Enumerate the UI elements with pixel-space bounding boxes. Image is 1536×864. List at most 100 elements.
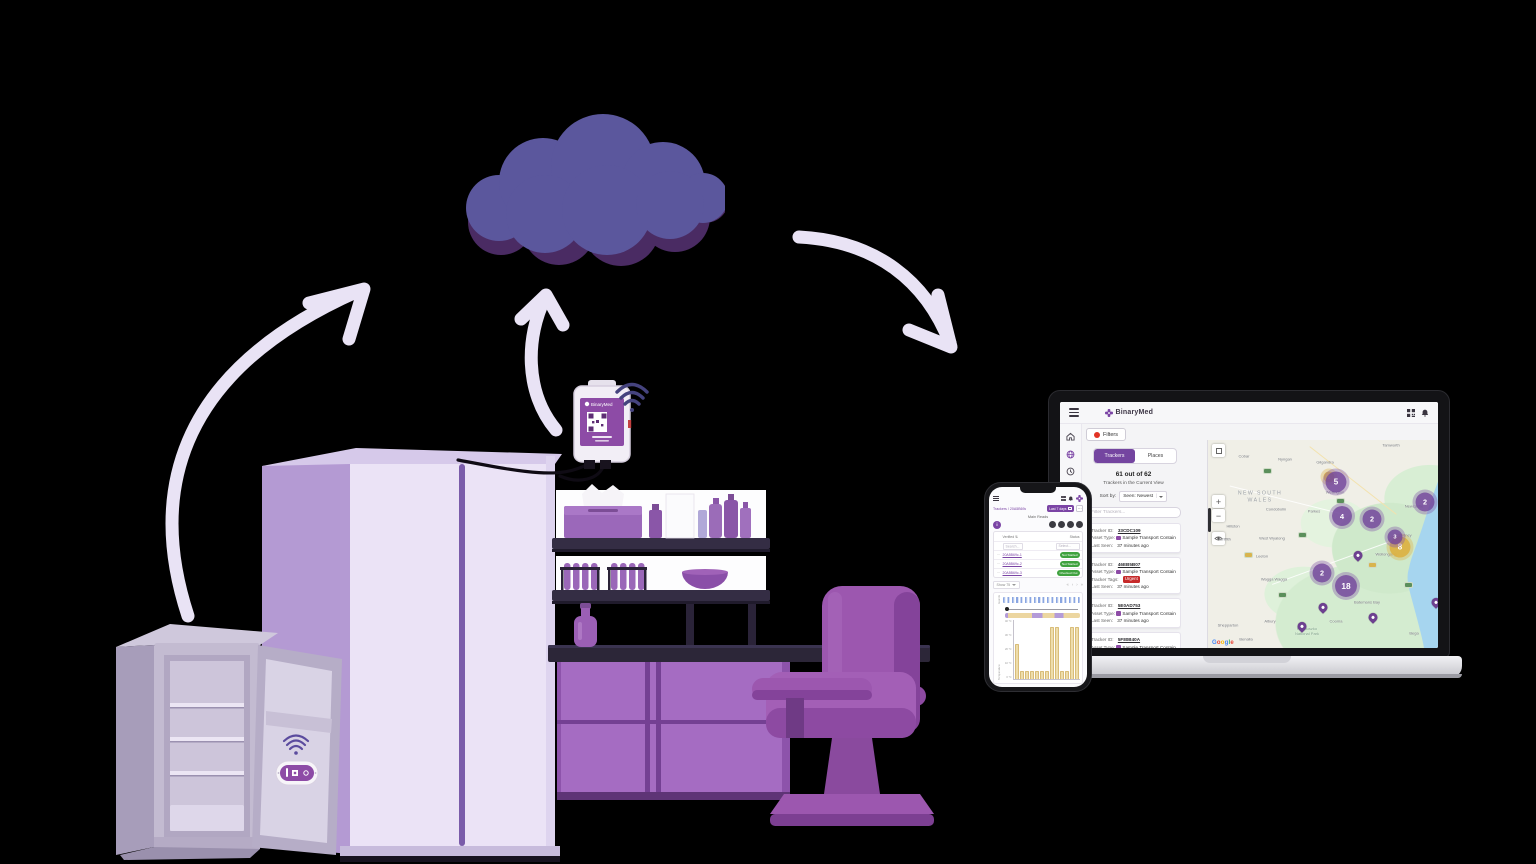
wall-shelves bbox=[552, 490, 770, 648]
map-cluster[interactable]: 18 bbox=[1335, 575, 1357, 597]
temperature-bar bbox=[1069, 627, 1074, 679]
column-verified[interactable]: Verified bbox=[1002, 534, 1015, 539]
tab-places[interactable]: Places bbox=[1147, 453, 1164, 459]
row-link[interactable]: 20A5B69c-1 bbox=[1002, 553, 1022, 557]
trackers-panel: Filters Trackers Places 61 out of 62 Tra… bbox=[1082, 424, 1185, 648]
tracker-id-label: Tracker ID: bbox=[1091, 562, 1114, 568]
action-circle-button[interactable] bbox=[1058, 521, 1065, 528]
cloud-shadow bbox=[468, 175, 725, 266]
last-page-icon[interactable]: » bbox=[1080, 582, 1083, 587]
map-town-label: Leeton bbox=[1255, 553, 1269, 559]
row-menu-icon[interactable]: ⋯ bbox=[996, 562, 1001, 566]
date-range-button[interactable]: Last 7 days bbox=[1046, 505, 1074, 512]
container-icon bbox=[1116, 645, 1121, 648]
sort-icon[interactable]: ⇅ bbox=[1015, 534, 1019, 539]
map-cluster[interactable]: 2 bbox=[1415, 492, 1435, 512]
tracker-id-link[interactable]: 5E0AD753 bbox=[1117, 603, 1141, 609]
info-card bbox=[665, 493, 695, 539]
pagination-controls: « ‹ › » bbox=[1067, 582, 1084, 587]
map-town-label: Wollongong bbox=[1375, 551, 1397, 557]
sort-select[interactable]: Seen: Newest | bbox=[1119, 491, 1168, 502]
road-shield bbox=[1263, 468, 1272, 474]
temperature-bar bbox=[1064, 670, 1069, 679]
row-link[interactable]: 20A5B69c-2 bbox=[1002, 562, 1022, 566]
temperature-bar bbox=[1019, 670, 1024, 679]
phone-data-table: Verified ⇅ Status Search... Select... ⋯ … bbox=[993, 531, 1083, 578]
road-shield bbox=[1244, 552, 1253, 558]
tracker-id-link[interactable]: 46EB5B07 bbox=[1117, 562, 1141, 568]
map-fullscreen-button[interactable] bbox=[1212, 444, 1225, 457]
tracker-device: BinaryMed bbox=[573, 380, 632, 469]
sidebar-history-icon[interactable] bbox=[1066, 467, 1075, 476]
notifications-bell-icon[interactable] bbox=[1068, 496, 1074, 502]
more-options-button[interactable]: ⋯ bbox=[1076, 505, 1083, 512]
road-shield bbox=[1368, 562, 1377, 568]
menu-icon[interactable] bbox=[1069, 408, 1079, 417]
map-town-label: West Wyalong bbox=[1259, 535, 1285, 541]
map-cluster[interactable]: 2 bbox=[1362, 509, 1382, 529]
action-circle-button[interactable] bbox=[1049, 521, 1056, 528]
info-badge[interactable]: i bbox=[993, 520, 1001, 529]
tracker-id-link[interactable]: 33CDC109 bbox=[1117, 528, 1141, 533]
map-town-label: Griffith bbox=[1219, 536, 1231, 542]
filter-trackers-input[interactable] bbox=[1086, 507, 1181, 518]
map-zoom-out-button[interactable]: − bbox=[1212, 509, 1225, 522]
action-circle-button[interactable] bbox=[1076, 521, 1083, 528]
map-town-label: Wagga Wagga bbox=[1260, 576, 1288, 582]
dashboard-grid-icon[interactable] bbox=[1407, 408, 1415, 417]
device-cables bbox=[456, 458, 606, 482]
road-shield bbox=[1336, 498, 1345, 504]
column-status[interactable]: Status bbox=[1069, 534, 1080, 539]
map-town-label: Condobolin bbox=[1265, 506, 1287, 512]
action-circle-button[interactable] bbox=[1067, 521, 1074, 528]
row-menu-icon[interactable]: ⋯ bbox=[996, 553, 1001, 557]
map-cluster[interactable]: 4 bbox=[1332, 506, 1352, 526]
search-filter-input[interactable]: Search... bbox=[1002, 542, 1023, 550]
tracker-card[interactable]: Tracker ID: 33CDC109 Asset Type:Sample T… bbox=[1086, 523, 1181, 554]
counter-cabinet bbox=[548, 645, 930, 800]
map-canvas[interactable]: NEW SOUTH WALES + − bbox=[1207, 440, 1438, 648]
scrollbar-thumb[interactable] bbox=[1208, 508, 1211, 532]
timeline-slider[interactable] bbox=[1004, 605, 1080, 612]
phone-frame: Trackers / 20A5B69c Last 7 days ⋯ Main R… bbox=[984, 482, 1092, 692]
fridge-wifi-icon bbox=[282, 734, 310, 755]
menu-icon[interactable] bbox=[993, 495, 999, 502]
events-axis-label: Events bbox=[996, 595, 1001, 604]
map-town-label: Hillston bbox=[1226, 523, 1240, 529]
prev-page-icon[interactable]: ‹ bbox=[1071, 582, 1074, 587]
tracker-id-link[interactable]: 5F80B40A bbox=[1117, 637, 1141, 643]
table-row[interactable]: ⋯ 20A5B69c-1 Not Started bbox=[994, 550, 1082, 559]
temperature-bar bbox=[1024, 670, 1029, 679]
tracker-card[interactable]: Tracker ID: 46EB5B07 Asset Type:Sample T… bbox=[1086, 557, 1181, 595]
dashboard-grid-icon[interactable] bbox=[1060, 496, 1066, 501]
sidebar-home-icon[interactable] bbox=[1066, 432, 1075, 441]
row-link[interactable]: 20A5B69c-3 bbox=[1002, 571, 1022, 575]
status-filter-select[interactable]: Select... bbox=[1055, 542, 1080, 550]
table-row[interactable]: ⋯ 20A5B69c-2 Not Started bbox=[994, 559, 1082, 568]
next-page-icon[interactable]: › bbox=[1076, 582, 1078, 587]
map-town-label: Bega bbox=[1409, 630, 1419, 636]
map-cluster[interactable]: 3 bbox=[1387, 529, 1403, 545]
sidebar-map-icon[interactable] bbox=[1066, 450, 1075, 459]
map-cluster[interactable]: 2 bbox=[1312, 563, 1332, 583]
container-icon bbox=[1116, 535, 1121, 541]
eye-icon bbox=[1214, 536, 1223, 541]
table-row[interactable]: ⋯ 20A5B69c-3 Checked Out bbox=[994, 568, 1082, 577]
map-visibility-button[interactable] bbox=[1212, 532, 1225, 545]
first-page-icon[interactable]: « bbox=[1066, 582, 1069, 587]
slider-handle[interactable] bbox=[1004, 606, 1009, 611]
notifications-bell-icon[interactable] bbox=[1421, 409, 1429, 417]
map-zoom-in-button[interactable]: + bbox=[1212, 495, 1225, 508]
map-town-label: Benalla bbox=[1239, 636, 1253, 642]
map-cluster[interactable]: 5 bbox=[1325, 471, 1347, 493]
tracker-card[interactable]: Tracker ID: 5E0AD753 Asset Type:Sample T… bbox=[1086, 598, 1181, 629]
tracker-card[interactable]: Tracker ID: 5F80B40A Asset Type:Sample T… bbox=[1086, 632, 1181, 648]
breadcrumb[interactable]: Trackers / 20A5B69c bbox=[993, 506, 1027, 511]
page-size-select[interactable]: Show 75 bbox=[993, 580, 1020, 589]
map-town-label: Nyngan bbox=[1278, 456, 1292, 462]
tab-trackers[interactable]: Trackers bbox=[1094, 449, 1135, 463]
row-menu-icon[interactable]: ⋯ bbox=[996, 571, 1001, 575]
temperature-bar bbox=[1034, 670, 1039, 679]
filters-button[interactable]: Filters bbox=[1086, 428, 1126, 441]
